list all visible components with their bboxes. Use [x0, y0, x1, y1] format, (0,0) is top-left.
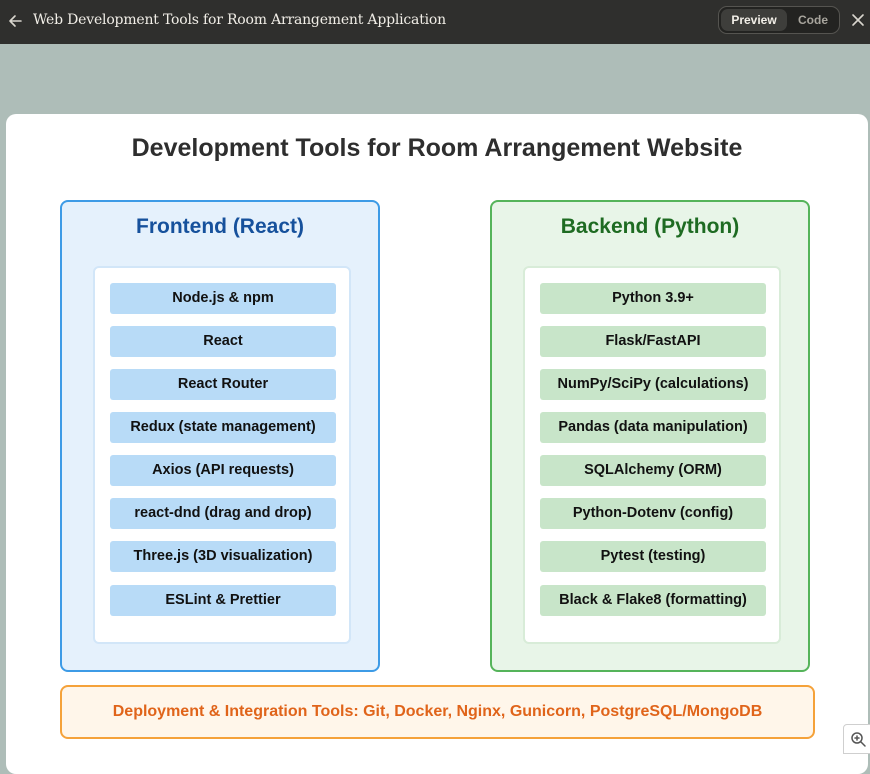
frontend-tool-item: react-dnd (drag and drop) [110, 498, 336, 529]
frontend-tool-list: Node.js & npm React React Router Redux (… [93, 266, 351, 644]
deployment-tools-box: Deployment & Integration Tools: Git, Doc… [60, 685, 815, 739]
backend-tool-item: Flask/FastAPI [540, 326, 766, 357]
preview-tab[interactable]: Preview [721, 9, 787, 31]
backend-tool-item: SQLAlchemy (ORM) [540, 455, 766, 486]
window-title: Web Development Tools for Room Arrangeme… [33, 12, 446, 28]
frontend-tool-item: Node.js & npm [110, 283, 336, 314]
code-tab[interactable]: Code [798, 13, 828, 27]
view-toggle: Preview Code [718, 6, 840, 34]
close-icon[interactable] [850, 11, 866, 29]
frontend-tool-item: Axios (API requests) [110, 455, 336, 486]
diagram-title: Development Tools for Room Arrangement W… [131, 134, 743, 162]
backend-tool-item: NumPy/SciPy (calculations) [540, 369, 766, 400]
frontend-tool-item: React [110, 326, 336, 357]
frontend-title: Frontend (React) [136, 215, 304, 238]
zoom-in-icon [844, 732, 870, 757]
frontend-tool-item: ESLint & Prettier [110, 585, 336, 616]
backend-title: Backend (Python) [560, 215, 740, 238]
zoom-button[interactable] [843, 724, 870, 754]
frontend-tool-item: Three.js (3D visualization) [110, 541, 336, 572]
arrow-left-icon[interactable] [8, 11, 24, 31]
backend-tool-item: Pytest (testing) [540, 541, 766, 572]
backend-tool-list: Python 3.9+ Flask/FastAPI NumPy/SciPy (c… [523, 266, 781, 644]
frontend-panel: Frontend (React) Node.js & npm React Rea… [60, 200, 380, 672]
backend-tool-item: Pandas (data manipulation) [540, 412, 766, 443]
top-bar: Web Development Tools for Room Arrangeme… [0, 0, 870, 44]
backend-tool-item: Python 3.9+ [540, 283, 766, 314]
backend-tool-item: Python-Dotenv (config) [540, 498, 766, 529]
frontend-tool-item: Redux (state management) [110, 412, 336, 443]
backend-tool-item: Black & Flake8 (formatting) [540, 585, 766, 616]
backend-panel: Backend (Python) Python 3.9+ Flask/FastA… [490, 200, 810, 672]
frontend-tool-item: React Router [110, 369, 336, 400]
